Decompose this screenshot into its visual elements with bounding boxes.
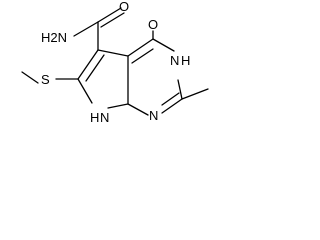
bonds: [21, 7, 209, 116]
bond-c4a-c4-1: [127, 38, 154, 57]
molecule-diagram: H2N O O N H N S N H: [21, 0, 209, 125]
bond-c4a-c4-2: [131, 48, 154, 64]
atom-n7: N: [100, 110, 109, 125]
bond-s-ch3: [21, 71, 39, 84]
atom-ring-o: O: [148, 17, 158, 32]
atom-n1: N: [149, 108, 158, 123]
atom-n3: N: [170, 53, 179, 68]
atom-s: S: [41, 72, 50, 87]
atom-amide-o: O: [119, 0, 129, 14]
atom-amide-nh2: H2N: [41, 30, 67, 45]
structure-canvas: H2N O O N H N S N H: [0, 0, 232, 159]
bond-c2-n1-2: [161, 92, 180, 106]
bond-n1-c7a: [127, 103, 149, 116]
bond-c5-c6-1: [77, 49, 99, 80]
atom-n7-h: H: [90, 110, 99, 125]
atom-labels: H2N O O N H N S N H: [41, 0, 190, 125]
bond-c-nh2: [73, 21, 99, 37]
bond-c4a-c5: [97, 49, 129, 57]
bond-c5-c6-2: [85, 54, 105, 82]
bond-c4-n3: [152, 38, 175, 52]
bond-c-o-1: [97, 7, 122, 23]
bond-c-o-2: [100, 12, 125, 28]
atom-n3-h: H: [181, 53, 190, 68]
bond-c2-ch3: [181, 88, 209, 100]
bond-c6-n7: [77, 78, 93, 104]
bond-c2-n1-1: [161, 98, 183, 114]
bond-n7-c7a: [107, 103, 129, 109]
bond-n3-c2: [177, 79, 183, 100]
